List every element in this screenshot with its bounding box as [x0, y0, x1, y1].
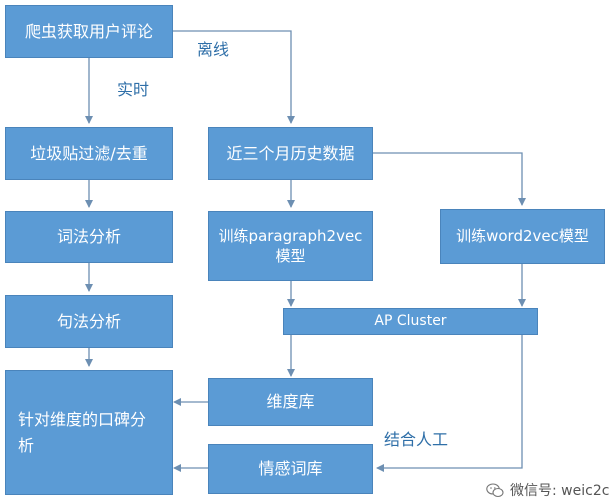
node-syntax: 句法分析 — [5, 295, 173, 348]
node-keyword-analysis: 针对维度的口碑分析 — [5, 370, 173, 495]
edge-label-manual: 结合人工 — [384, 430, 449, 449]
watermark-text: 微信号: weic2c — [510, 483, 610, 499]
node-ap-cluster: AP Cluster — [283, 308, 538, 335]
edge-label-realtime: 实时 — [117, 80, 150, 99]
node-word2vec: 训练word2vec模型 — [440, 209, 605, 264]
node-history-data: 近三个月历史数据 — [208, 127, 373, 180]
node-sentiment-lib: 情感词库 — [208, 444, 373, 494]
node-lexical: 词法分析 — [5, 211, 173, 263]
node-dimension-lib: 维度库 — [208, 378, 373, 426]
node-dedup: 垃圾贴过滤/去重 — [5, 127, 173, 180]
wechat-watermark: 微信号: weic2c — [486, 480, 609, 500]
node-paragraph2vec: 训练paragraph2vec模型 — [208, 211, 373, 281]
edge-label-offline: 离线 — [197, 40, 230, 59]
node-crawler: 爬虫获取用户评论 — [5, 5, 173, 58]
arrow-cluster-to-sentiment-lib — [376, 335, 523, 472]
arrow-history-to-word2vec — [373, 152, 526, 206]
wechat-icon — [486, 482, 504, 497]
arrow-crawler-to-history — [173, 30, 295, 124]
